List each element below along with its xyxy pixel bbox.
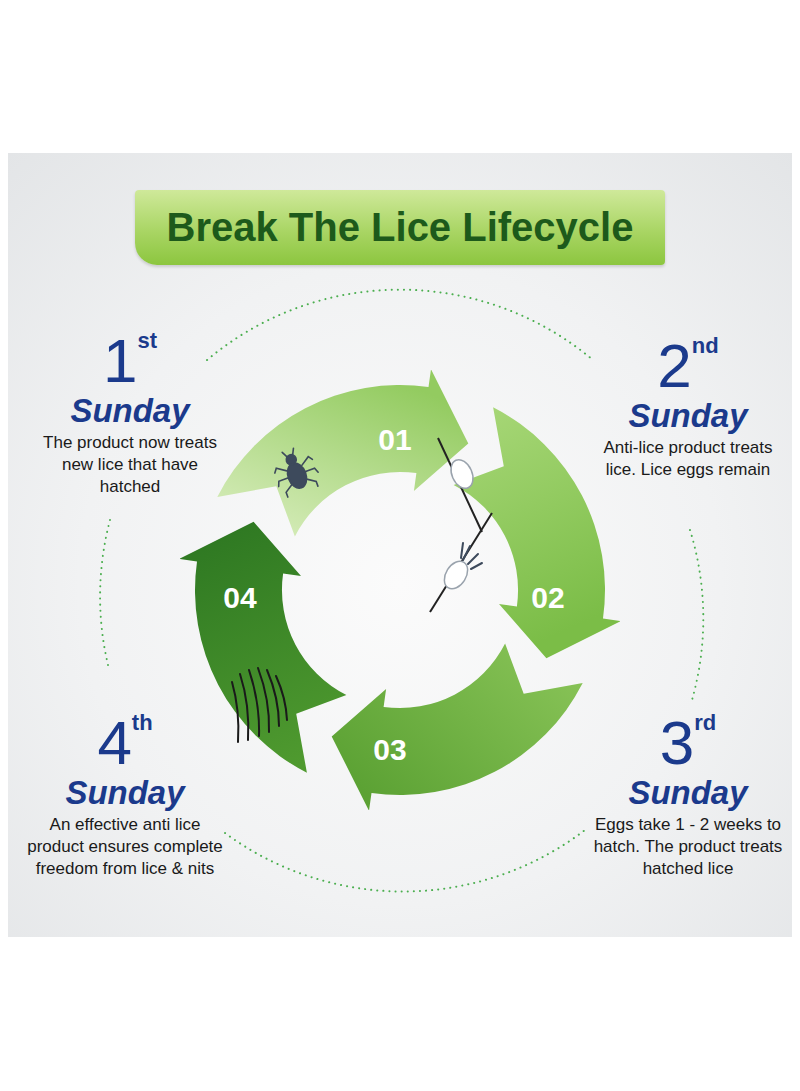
sunday-note: 3rdSundayEggs take 1 - 2 weeks to hatch.… xyxy=(591,712,786,880)
ordinal: 1st xyxy=(40,330,220,392)
note-text: Eggs take 1 - 2 weeks to hatch. The prod… xyxy=(591,814,786,880)
note-text: The product now treats new lice that hav… xyxy=(40,432,220,498)
cycle: 01 02 03 04 xyxy=(180,370,620,810)
sunday-note: 2ndSundayAnti-lice product treats lice. … xyxy=(593,335,783,481)
ordinal-suffix: nd xyxy=(692,333,719,358)
step-number: 01 xyxy=(378,423,411,457)
day-name: Sunday xyxy=(591,774,786,812)
ordinal-number: 3 xyxy=(660,708,694,777)
ordinal: 4th xyxy=(23,712,228,774)
title-banner: Break The Lice Lifecycle xyxy=(135,190,665,265)
step-number: 02 xyxy=(531,581,564,615)
ordinal-suffix: th xyxy=(132,710,153,735)
title-text: Break The Lice Lifecycle xyxy=(167,205,634,250)
step-number: 04 xyxy=(223,581,256,615)
day-name: Sunday xyxy=(40,392,220,430)
sunday-note: 4thSundayAn effective anti lice product … xyxy=(23,712,228,880)
ordinal-suffix: rd xyxy=(694,710,716,735)
day-name: Sunday xyxy=(593,397,783,435)
ordinal: 3rd xyxy=(591,712,786,774)
note-text: Anti-lice product treats lice. Lice eggs… xyxy=(593,437,783,481)
ordinal-number: 1 xyxy=(103,326,137,395)
day-name: Sunday xyxy=(23,774,228,812)
step-number: 03 xyxy=(373,733,406,767)
ordinal: 2nd xyxy=(593,335,783,397)
ordinal-suffix: st xyxy=(137,328,157,353)
ordinal-number: 2 xyxy=(657,331,691,400)
sunday-note: 1stSundayThe product now treats new lice… xyxy=(40,330,220,498)
note-text: An effective anti lice product ensures c… xyxy=(23,814,228,880)
ordinal-number: 4 xyxy=(97,708,131,777)
